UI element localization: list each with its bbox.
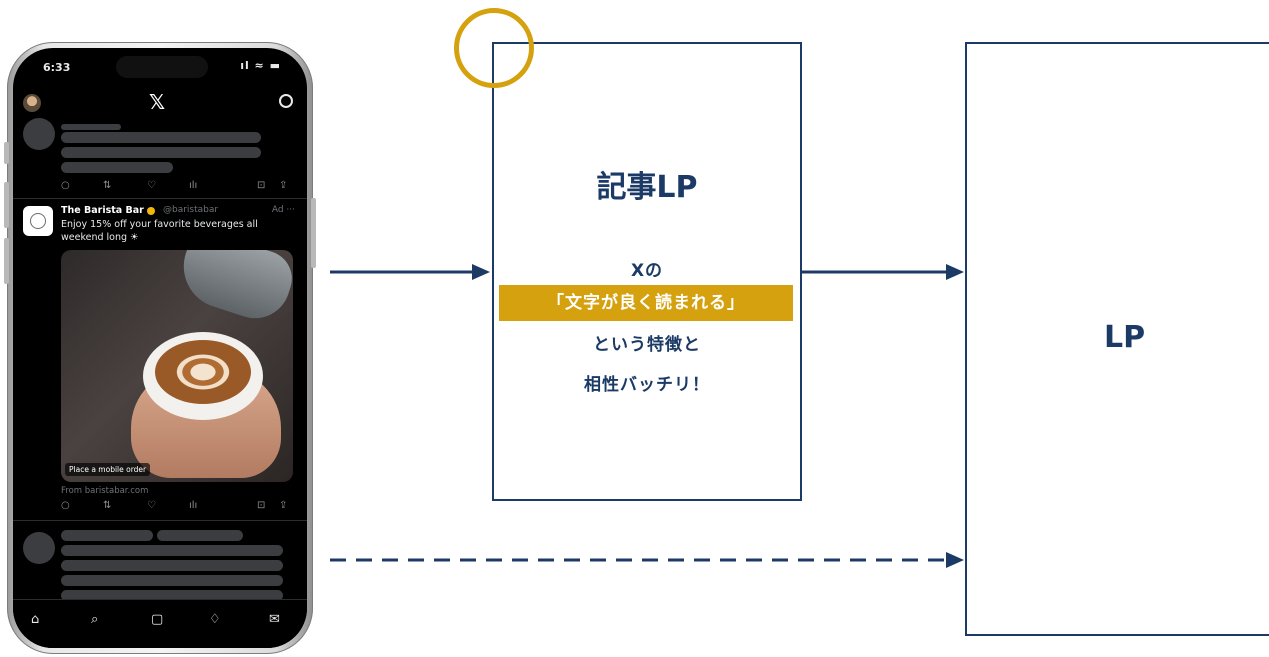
reply-icon[interactable]: ○ — [61, 500, 70, 511]
ad-actions: ○ ⇅ ♡ ılı ⊡ ⇪ — [61, 500, 293, 514]
post-divider — [13, 520, 307, 521]
ad-source-link[interactable]: From baristabar.com — [61, 486, 149, 496]
arrowhead — [946, 552, 964, 568]
latte-art — [155, 340, 251, 404]
ad-account-name[interactable]: The Barista Bar — [61, 205, 155, 216]
post-skeleton-line — [61, 132, 261, 143]
post-skeleton-line — [61, 560, 283, 571]
x-top-bar: 𝕏 — [13, 84, 307, 120]
share-icon[interactable]: ⇪ — [279, 180, 288, 191]
lp-title: LP — [1104, 320, 1146, 355]
like-icon[interactable]: ♡ — [147, 180, 156, 191]
post-skeleton-line — [61, 530, 153, 541]
phone-power-button — [311, 198, 316, 268]
post-skeleton-line — [61, 124, 121, 130]
search-icon[interactable]: ⌕ — [91, 612, 99, 627]
profile-avatar[interactable] — [23, 94, 41, 112]
views-icon[interactable]: ılı — [189, 500, 198, 511]
feature-line-4: 相性バッチリ！ — [584, 375, 710, 395]
article-lp-box: 記事LP Xの 「文字が良く読まれる」 という特徴と 相性バッチリ！ — [492, 42, 802, 501]
feature-line-1: Xの — [630, 261, 664, 281]
share-icon[interactable]: ⇪ — [279, 500, 288, 511]
ad-avatar[interactable] — [23, 206, 53, 236]
post-skeleton-line — [157, 530, 243, 541]
verified-badge-icon — [146, 206, 155, 215]
phone-side-button — [4, 142, 9, 164]
repost-icon[interactable]: ⇅ — [103, 500, 112, 511]
highlight-circle — [454, 8, 534, 88]
post-skeleton-line — [61, 545, 283, 556]
bookmark-icon[interactable]: ⊡ — [257, 500, 266, 511]
repost-icon[interactable]: ⇅ — [103, 180, 112, 191]
x-logo-icon: 𝕏 — [149, 90, 166, 114]
post-divider — [13, 198, 307, 199]
status-time: 6:33 — [43, 61, 71, 74]
reply-icon[interactable]: ○ — [61, 180, 70, 191]
arrowhead — [472, 264, 490, 280]
ad-handle[interactable]: @baristabar — [163, 205, 219, 215]
status-bar: 6:33 ıl ≈ ▬ — [13, 58, 307, 76]
post-actions: ○ ⇅ ♡ ılı ⊡ ⇪ — [61, 180, 293, 194]
post-skeleton-line — [61, 575, 283, 586]
views-icon[interactable]: ılı — [189, 180, 198, 191]
bottom-tab-bar: ⌂ ⌕ ▢ ♢ ✉ — [13, 599, 307, 648]
post-avatar-placeholder — [23, 118, 55, 150]
bookmark-icon[interactable]: ⊡ — [257, 180, 266, 191]
mobile-order-badge[interactable]: Place a mobile order — [65, 463, 151, 476]
notifications-icon[interactable]: ♢ — [209, 612, 221, 627]
settings-icon[interactable] — [279, 94, 293, 108]
lp-box: LP — [965, 42, 1269, 636]
feature-line-3: という特徴と — [593, 335, 701, 355]
post-skeleton-line — [61, 590, 283, 601]
phone-screen: 6:33 ıl ≈ ▬ 𝕏 ○ ⇅ ♡ ılı ⊡ ⇪ The Barista … — [13, 48, 307, 648]
arrowhead — [946, 264, 964, 280]
ad-label[interactable]: Ad ··· — [271, 205, 295, 215]
grok-icon[interactable]: ▢ — [151, 612, 164, 627]
article-lp-title: 記事LP — [596, 170, 698, 205]
post-skeleton-line — [61, 147, 261, 158]
home-icon[interactable]: ⌂ — [31, 612, 40, 627]
status-icons: ıl ≈ ▬ — [240, 59, 281, 72]
ad-text: Enjoy 15% off your favorite beverages al… — [61, 219, 258, 243]
phone-volume-up — [4, 182, 9, 228]
dynamic-island — [116, 56, 208, 78]
post-avatar-placeholder — [23, 532, 55, 564]
ad-image-latte[interactable]: Place a mobile order — [61, 250, 293, 482]
feature-highlight: 「文字が良く読まれる」 — [499, 285, 793, 321]
messages-icon[interactable]: ✉ — [269, 612, 280, 627]
like-icon[interactable]: ♡ — [147, 500, 156, 511]
post-skeleton-line — [61, 162, 173, 173]
ad-name-text: The Barista Bar — [61, 205, 144, 216]
phone-mockup: 6:33 ıl ≈ ▬ 𝕏 ○ ⇅ ♡ ılı ⊡ ⇪ The Barista … — [4, 42, 316, 654]
phone-volume-down — [4, 238, 9, 284]
